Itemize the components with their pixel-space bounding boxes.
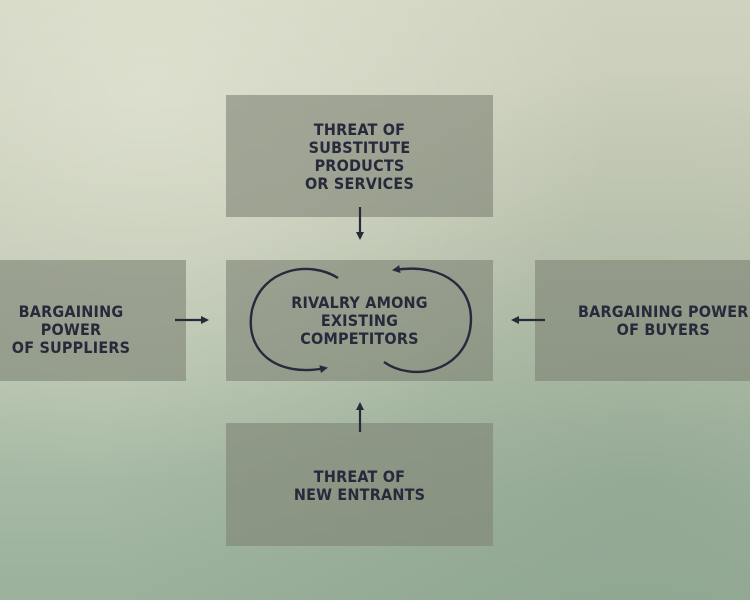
buyer-power-box: BARGAINING POWER OF BUYERS (535, 260, 750, 381)
rivalry-label: RIVALRY AMONG EXISTING COMPETITORS (291, 292, 428, 348)
rivalry-cycle-arrow-right (383, 265, 473, 374)
supplier-power-label: BARGAINING POWER OF SUPPLIERS (11, 302, 131, 357)
supplier-power-box: BARGAINING POWER OF SUPPLIERS (0, 260, 186, 381)
rivalry-cycle-arrow-left (249, 267, 339, 374)
buyer-power-label: BARGAINING POWER OF BUYERS (578, 302, 749, 339)
threat-of-new-entrants-box: THREAT OF NEW ENTRANTS (226, 423, 493, 546)
threat-of-substitutes-label: THREAT OF SUBSTITUTE PRODUCTS OR SERVICE… (304, 120, 415, 193)
threat-of-substitutes-box: THREAT OF SUBSTITUTE PRODUCTS OR SERVICE… (226, 95, 493, 217)
threat-of-new-entrants-label: THREAT OF NEW ENTRANTS (293, 466, 426, 504)
